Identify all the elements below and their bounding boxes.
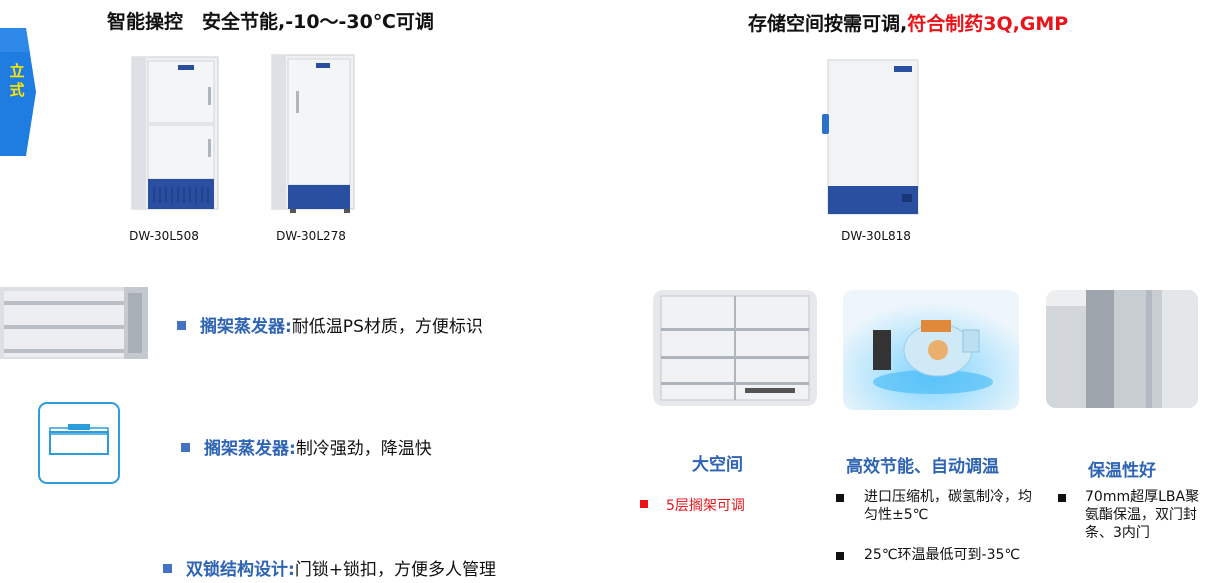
feature-item-3: 双锁结构设计:门锁+锁扣，方便多人管理: [163, 555, 496, 580]
bullet-square: [177, 320, 186, 330]
energy-bullet-1-text: 进口压缩机，碳氢制冷，均匀性±5℃: [864, 489, 1032, 523]
right-title-plain: 存储空间按需可调,: [748, 13, 908, 35]
right-title-highlight: 符合制药3Q,GMP: [907, 13, 1069, 35]
bullet-square: [836, 552, 844, 560]
freezer-image-dw-30l278: [271, 54, 355, 213]
bullet-square: [1058, 494, 1066, 502]
feature-keyword: 搁架蒸发器:: [204, 439, 296, 459]
bullet-square: [181, 442, 190, 452]
energy-bullet-2: 25℃环温最低可到-35℃: [836, 546, 1046, 564]
compressor-photo: [843, 290, 1019, 410]
right-title: 存储空间按需可调,符合制药3Q,GMP: [748, 9, 1068, 36]
freezer-image-dw-30l508: [131, 56, 219, 210]
bullet-square: [640, 500, 648, 508]
shelf-box-icon: [38, 402, 120, 484]
side-tab-label: 立式: [9, 62, 25, 99]
model-label-dw-30l508: DW-30L508: [129, 229, 199, 243]
space-bullet: 5层搁架可调: [640, 497, 745, 515]
feature-text: 制冷强劲，降温快: [295, 439, 432, 459]
left-title: 智能操控 安全节能,-10～-30℃可调: [107, 11, 434, 33]
shelf-evaporator-photo: [0, 287, 148, 359]
feature-item-1: 搁架蒸发器:耐低温PS材质，方便标识: [177, 312, 483, 337]
heading-space: 大空间: [692, 455, 743, 475]
energy-bullet-2-text: 25℃环温最低可到-35℃: [864, 547, 1021, 563]
insulation-bullet: 70mm超厚LBA聚氨酯保温，双门封条、3内门: [1058, 488, 1208, 542]
feature-text: 门锁+锁扣，方便多人管理: [294, 560, 497, 580]
adjustable-shelves-photo: [653, 290, 817, 406]
bullet-square: [836, 494, 844, 502]
insulation-bullet-text: 70mm超厚LBA聚氨酯保温，双门封条、3内门: [1085, 489, 1200, 541]
heading-energy: 高效节能、自动调温: [846, 457, 999, 477]
feature-keyword: 搁架蒸发器:: [200, 317, 292, 337]
side-tab-arrow: [0, 28, 36, 156]
feature-item-2: 搁架蒸发器:制冷强劲，降温快: [181, 434, 432, 459]
model-label-dw-30l818: DW-30L818: [841, 229, 911, 243]
space-bullet-text: 5层搁架可调: [666, 498, 745, 514]
energy-bullet-1: 进口压缩机，碳氢制冷，均匀性±5℃: [836, 488, 1036, 524]
feature-keyword: 双锁结构设计:: [186, 560, 295, 580]
freezer-image-dw-30l818: [822, 59, 919, 215]
bullet-square: [163, 563, 172, 573]
model-label-dw-30l278: DW-30L278: [276, 229, 346, 243]
door-seal-photo: [1046, 290, 1198, 408]
feature-text: 耐低温PS材质，方便标识: [291, 317, 483, 337]
heading-insulation: 保温性好: [1088, 461, 1156, 481]
